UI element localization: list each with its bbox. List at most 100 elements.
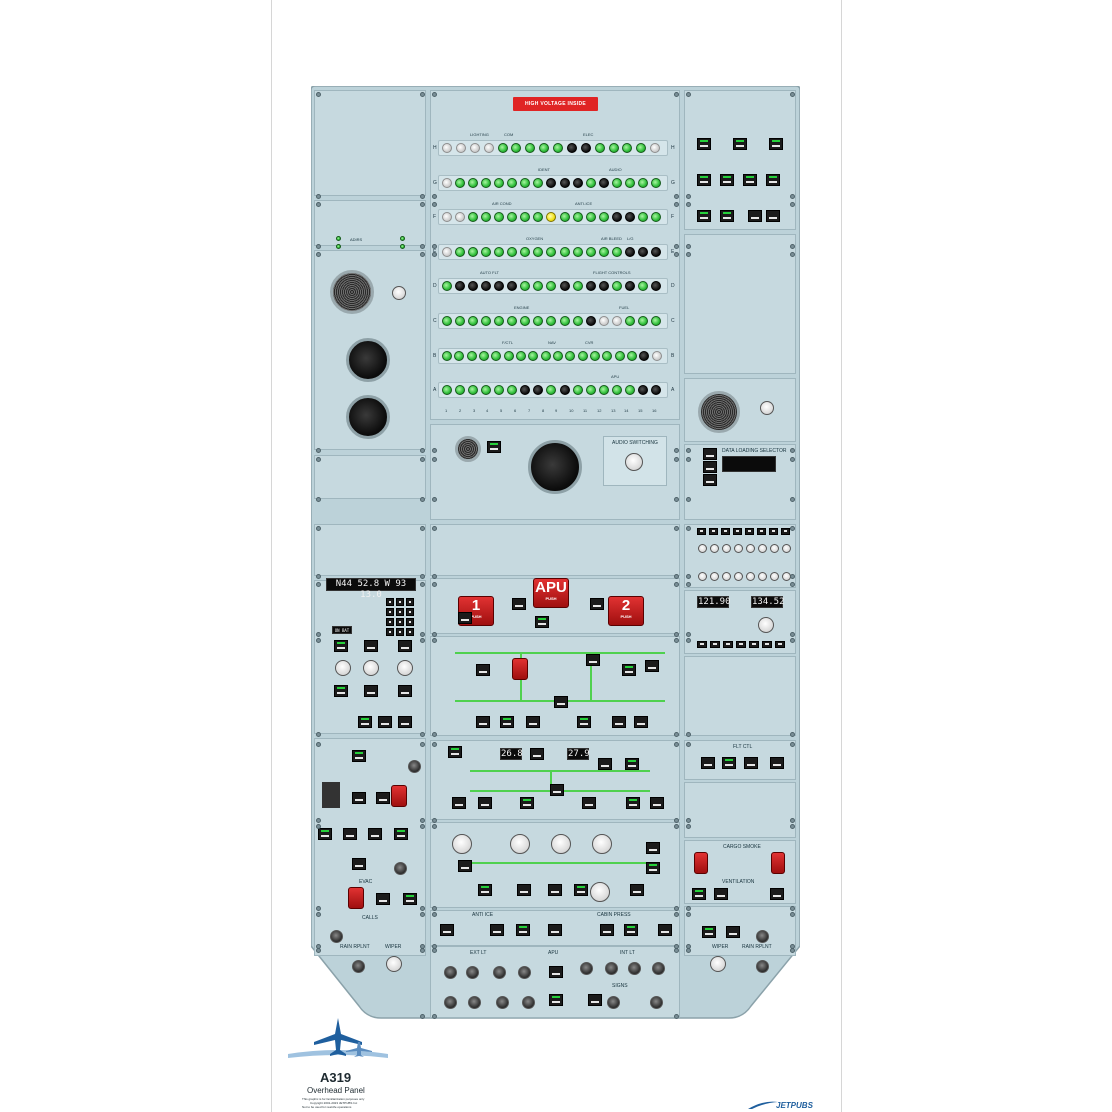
pushbutton[interactable] (516, 924, 530, 936)
toggle-switch[interactable] (605, 962, 618, 975)
circuit-breaker[interactable] (573, 212, 583, 222)
circuit-breaker[interactable] (468, 178, 478, 188)
circuit-breaker[interactable] (560, 212, 570, 222)
pushbutton[interactable] (626, 797, 640, 809)
radio-mode-button[interactable] (762, 641, 772, 648)
radio-mode-button[interactable] (736, 641, 746, 648)
rmp-select-button[interactable] (745, 528, 754, 535)
pushbutton[interactable] (378, 716, 392, 728)
circuit-breaker[interactable] (651, 212, 661, 222)
temp-selector-knob-3[interactable] (551, 834, 571, 854)
keypad-key[interactable] (406, 608, 414, 616)
circuit-breaker[interactable] (484, 143, 494, 153)
circuit-breaker[interactable] (612, 385, 622, 395)
rmp-select-button[interactable] (757, 528, 766, 535)
circuit-breaker[interactable] (494, 385, 504, 395)
pushbutton[interactable] (692, 888, 706, 900)
pushbutton[interactable] (600, 924, 614, 936)
circuit-breaker[interactable] (625, 247, 635, 257)
toggle-switch[interactable] (466, 966, 479, 979)
pushbutton[interactable] (352, 858, 366, 870)
circuit-breaker[interactable] (586, 385, 596, 395)
volume-knob[interactable] (734, 544, 743, 553)
circuit-breaker[interactable] (481, 281, 491, 291)
toggle-switch[interactable] (394, 862, 407, 875)
radio-mode-button[interactable] (775, 641, 785, 648)
pushbutton[interactable] (458, 860, 472, 872)
volume-knob-right[interactable] (760, 401, 774, 415)
circuit-breaker[interactable] (479, 351, 489, 361)
circuit-breaker[interactable] (507, 281, 517, 291)
circuit-breaker[interactable] (455, 247, 465, 257)
ir-mode-knob-3[interactable] (397, 660, 413, 676)
toggle-switch[interactable] (756, 930, 769, 943)
pushbutton[interactable] (646, 862, 660, 874)
center-audio-knob[interactable] (528, 440, 582, 494)
circuit-breaker[interactable] (481, 212, 491, 222)
circuit-breaker[interactable] (533, 385, 543, 395)
volume-knob[interactable] (710, 544, 719, 553)
toggle-switch[interactable] (652, 962, 665, 975)
toggle-switch[interactable] (650, 996, 663, 1009)
keypad-key[interactable] (406, 598, 414, 606)
toggle-switch[interactable] (756, 960, 769, 973)
circuit-breaker[interactable] (442, 351, 452, 361)
circuit-breaker[interactable] (615, 351, 625, 361)
circuit-breaker[interactable] (612, 281, 622, 291)
circuit-breaker[interactable] (560, 247, 570, 257)
pushbutton[interactable] (766, 210, 780, 222)
circuit-breaker[interactable] (560, 316, 570, 326)
pushbutton[interactable] (358, 716, 372, 728)
circuit-breaker[interactable] (470, 143, 480, 153)
circuit-breaker[interactable] (494, 178, 504, 188)
pushbutton[interactable] (770, 757, 784, 769)
circuit-breaker[interactable] (651, 247, 661, 257)
circuit-breaker[interactable] (442, 385, 452, 395)
apu-fire-button[interactable]: APU PUSH (533, 578, 569, 608)
circuit-breaker[interactable] (553, 351, 563, 361)
circuit-breaker[interactable] (638, 178, 648, 188)
pushbutton[interactable] (376, 893, 390, 905)
pushbutton[interactable] (646, 842, 660, 854)
circuit-breaker[interactable] (581, 143, 591, 153)
circuit-breaker[interactable] (599, 281, 609, 291)
circuit-breaker[interactable] (625, 178, 635, 188)
circuit-breaker[interactable] (546, 281, 556, 291)
toggle-switch[interactable] (330, 930, 343, 943)
rmp-select-button[interactable] (721, 528, 730, 535)
pushbutton[interactable] (490, 924, 504, 936)
circuit-breaker[interactable] (511, 143, 521, 153)
circuit-breaker[interactable] (507, 212, 517, 222)
circuit-breaker[interactable] (625, 316, 635, 326)
circuit-breaker[interactable] (609, 143, 619, 153)
rmp-select-button[interactable] (781, 528, 790, 535)
circuit-breaker[interactable] (651, 281, 661, 291)
volume-knob[interactable] (722, 572, 731, 581)
pushbutton[interactable] (334, 640, 348, 652)
circuit-breaker[interactable] (586, 281, 596, 291)
pushbutton[interactable] (398, 640, 412, 652)
circuit-breaker[interactable] (520, 316, 530, 326)
circuit-breaker[interactable] (599, 178, 609, 188)
circuit-breaker[interactable] (627, 351, 637, 361)
circuit-breaker[interactable] (590, 351, 600, 361)
circuit-breaker[interactable] (442, 212, 452, 222)
circuit-breaker[interactable] (622, 143, 632, 153)
red-guarded-switch-2[interactable] (348, 887, 364, 909)
pushbutton[interactable] (549, 966, 563, 978)
volume-knob[interactable] (770, 572, 779, 581)
volume-knob[interactable] (710, 572, 719, 581)
ir-mode-knob-2[interactable] (363, 660, 379, 676)
toggle-switch[interactable] (580, 962, 593, 975)
circuit-breaker[interactable] (507, 178, 517, 188)
pushbutton[interactable] (368, 828, 382, 840)
circuit-breaker[interactable] (573, 281, 583, 291)
cargo-smoke-fwd[interactable] (694, 852, 708, 874)
volume-knob[interactable] (734, 572, 743, 581)
circuit-breaker[interactable] (494, 316, 504, 326)
pushbutton[interactable] (582, 797, 596, 809)
volume-knob[interactable] (758, 544, 767, 553)
circuit-breaker[interactable] (560, 385, 570, 395)
pushbutton[interactable] (512, 598, 526, 610)
pushbutton[interactable] (500, 716, 514, 728)
